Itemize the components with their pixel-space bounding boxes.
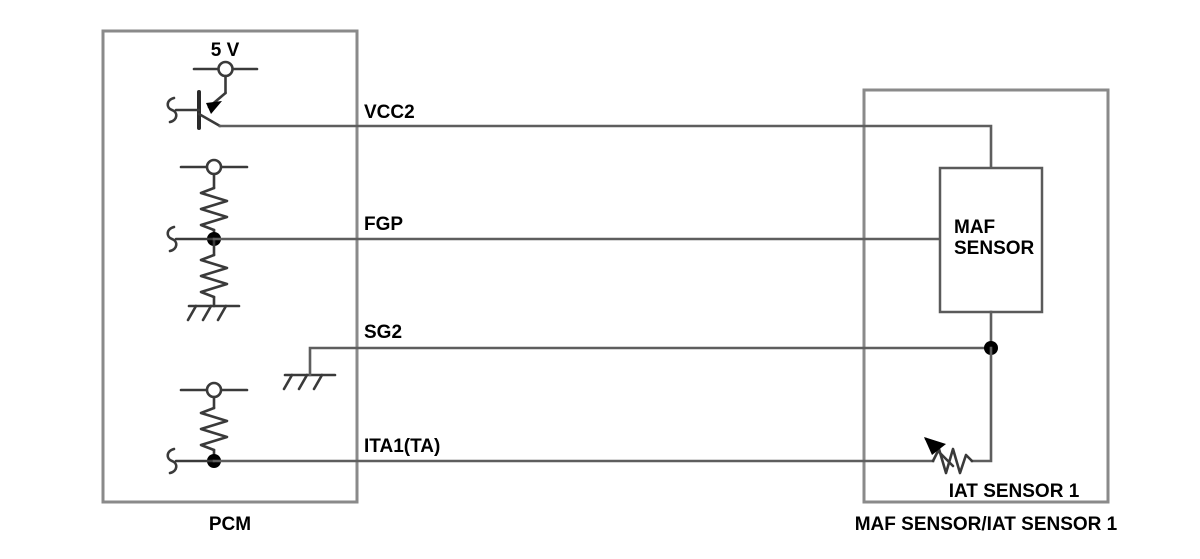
sensor-assembly-enclosure: [862, 88, 1110, 504]
sensor-assembly-caption: MAF SENSOR/IAT SENSOR 1: [855, 514, 1118, 535]
pcm-pin-vcc2-icon: [166, 96, 178, 124]
pcm-enclosure: [101, 29, 359, 504]
pcm-pin-ita1-icon: [166, 447, 178, 475]
wire-sg2: [308, 346, 993, 377]
iat-sensor-label: IAT SENSOR 1: [949, 481, 1080, 502]
wire-label-sg2: SG2: [364, 322, 402, 343]
sg2-ground-hatch-2: [297, 373, 309, 391]
fgp-ground-hatch-2: [201, 304, 213, 322]
transistor-collector-slant: [197, 112, 222, 128]
pcm-supply-label: 5 V: [211, 40, 240, 61]
fgp-pulldown-resistor-icon: [199, 253, 229, 299]
pcm-caption: PCM: [209, 514, 251, 535]
fgp-ground-hatch-1: [186, 304, 198, 322]
ita1-pullup-resistor-icon: [199, 406, 229, 452]
maf-sensor-box: [938, 166, 1044, 314]
sg2-ground-hatch-1: [282, 373, 294, 391]
wire-label-ita1: ITA1(TA): [364, 436, 440, 457]
ita1-top-terminal-node: [205, 381, 223, 399]
fgp-pullup-resistor-icon: [199, 186, 229, 232]
wire-label-fgp: FGP: [364, 214, 403, 235]
iat-sensor-return-lead: [970, 346, 993, 463]
wire-vcc2: [218, 124, 993, 170]
maf-sensor-label-line2: SENSOR: [954, 238, 1035, 259]
maf-sensor-label-line1: MAF: [954, 217, 995, 238]
iat-thermistor-arrow-icon: [924, 437, 946, 455]
fgp-ground-hatch-3: [216, 304, 228, 322]
fgp-top-terminal-node: [205, 158, 223, 176]
sg2-ground-hatch-3: [312, 373, 324, 391]
wire-label-vcc2: VCC2: [364, 102, 415, 123]
pcm-pin-fgp-icon: [166, 225, 178, 253]
supply-terminal-node: [217, 60, 234, 78]
transistor-emitter-arrow-icon: [206, 101, 222, 114]
